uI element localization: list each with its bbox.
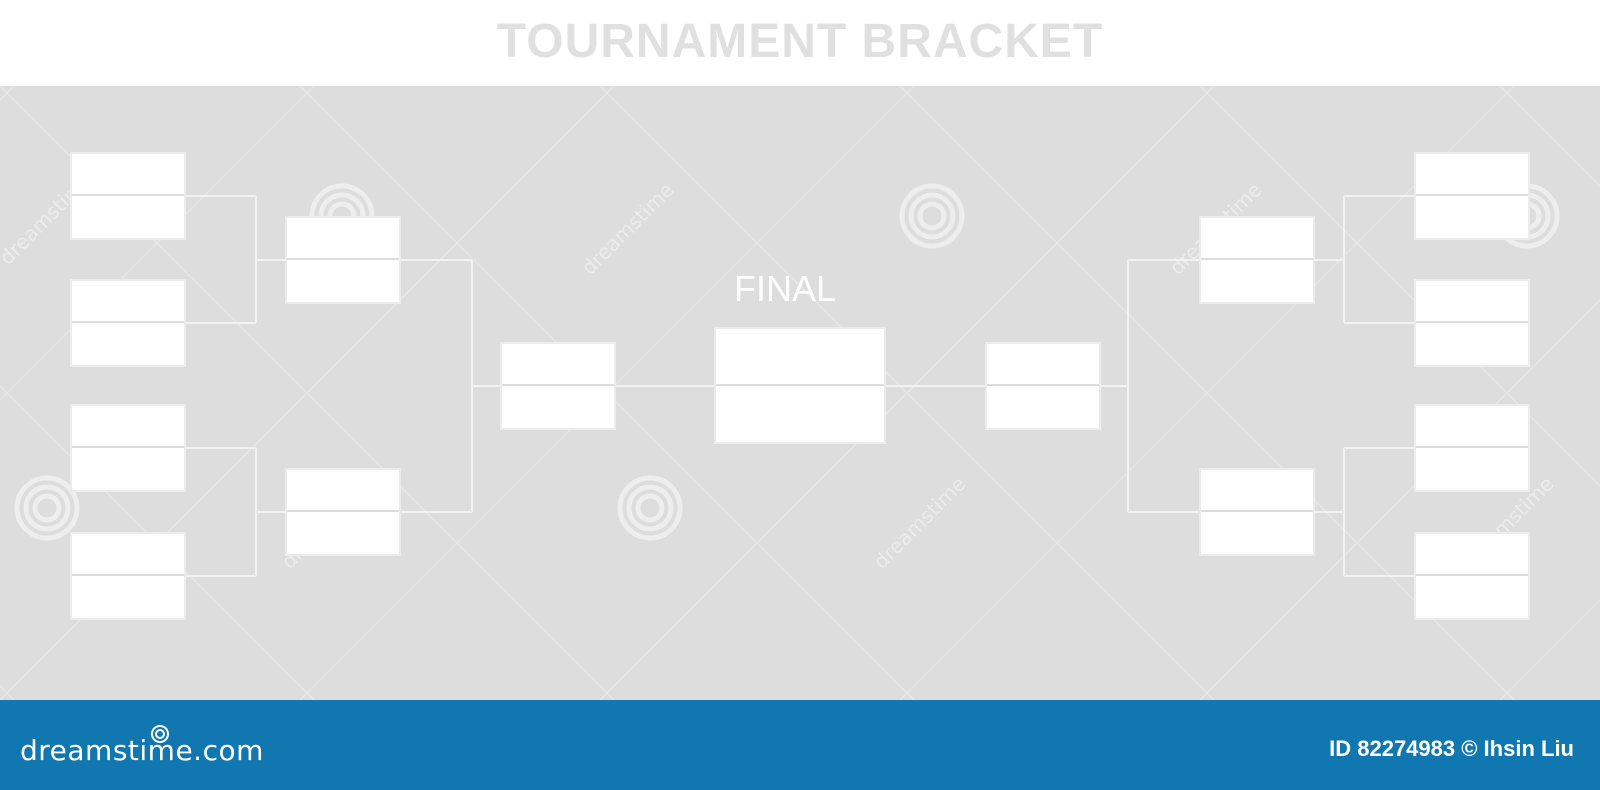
team-slot-bottom[interactable]: [1416, 196, 1528, 238]
team-slot-bottom[interactable]: [287, 260, 399, 302]
match-r16-right-4: [1414, 532, 1530, 620]
final-label: FINAL: [733, 268, 837, 309]
team-slot-bottom[interactable]: [72, 576, 184, 618]
bracket-connectors: [186, 195, 1414, 577]
match-r16-left-2: [70, 279, 186, 367]
team-slot-top[interactable]: [287, 218, 399, 260]
match-qf-left-2: [285, 468, 401, 556]
page-title: TOURNAMENT BRACKET: [496, 15, 1104, 68]
match-qf-right-2: [1199, 468, 1315, 556]
team-slot-top[interactable]: [72, 154, 184, 196]
watermark-line: [0, 86, 315, 402]
team-slot-top[interactable]: [1201, 470, 1313, 512]
match-r16-right-1: [1414, 152, 1530, 240]
team-slot-bottom[interactable]: [502, 386, 614, 428]
team-slot-top[interactable]: [287, 470, 399, 512]
team-slot-bottom[interactable]: [72, 196, 184, 238]
match-r16-right-3: [1414, 404, 1530, 492]
match-r16-left-4: [70, 532, 186, 620]
team-slot-top[interactable]: [72, 534, 184, 576]
match-sf-left: [500, 342, 616, 430]
team-slot-top[interactable]: [716, 329, 884, 386]
match-sf-right: [985, 342, 1101, 430]
match-qf-left-1: [285, 216, 401, 304]
watermark-line: [1199, 298, 1600, 700]
team-slot-top[interactable]: [72, 281, 184, 323]
team-slot-top[interactable]: [1416, 534, 1528, 576]
team-slot-bottom[interactable]: [72, 323, 184, 365]
image-credit: ID 82274983 © Ihsin Liu: [1329, 736, 1574, 761]
team-slot-top[interactable]: [72, 406, 184, 448]
match-r16-left-1: [70, 152, 186, 240]
watermark-spiral-icon: [14, 475, 80, 541]
watermark-spiral-icon: [617, 475, 683, 541]
watermark-spiral-icon: [899, 183, 965, 249]
brand-logo-text: dreamstime.com: [20, 734, 264, 767]
team-slot-top[interactable]: [987, 344, 1099, 386]
watermark-line: [599, 86, 1215, 700]
team-slot-bottom[interactable]: [1416, 448, 1528, 490]
match-r16-left-3: [70, 404, 186, 492]
team-slot-bottom[interactable]: [72, 448, 184, 490]
team-slot-top[interactable]: [1416, 281, 1528, 323]
team-slot-bottom[interactable]: [1416, 323, 1528, 365]
team-slot-bottom[interactable]: [1201, 512, 1313, 554]
team-slot-bottom[interactable]: [287, 512, 399, 554]
footer: dreamstime.com ID 82274983 © Ihsin Liu: [0, 700, 1600, 790]
watermark-line: [899, 86, 1515, 700]
team-slot-top[interactable]: [1201, 218, 1313, 260]
match-final: [714, 327, 886, 444]
header: TOURNAMENT BRACKET: [0, 0, 1600, 86]
spiral-logo-icon: [151, 725, 169, 743]
match-qf-right-1: [1199, 216, 1315, 304]
match-r16-right-2: [1414, 279, 1530, 367]
team-slot-bottom[interactable]: [1416, 576, 1528, 618]
team-slot-top[interactable]: [1416, 154, 1528, 196]
team-slot-top[interactable]: [502, 344, 614, 386]
team-slot-bottom[interactable]: [716, 386, 884, 443]
team-slot-top[interactable]: [1416, 406, 1528, 448]
team-slot-bottom[interactable]: [987, 386, 1099, 428]
team-slot-bottom[interactable]: [1201, 260, 1313, 302]
